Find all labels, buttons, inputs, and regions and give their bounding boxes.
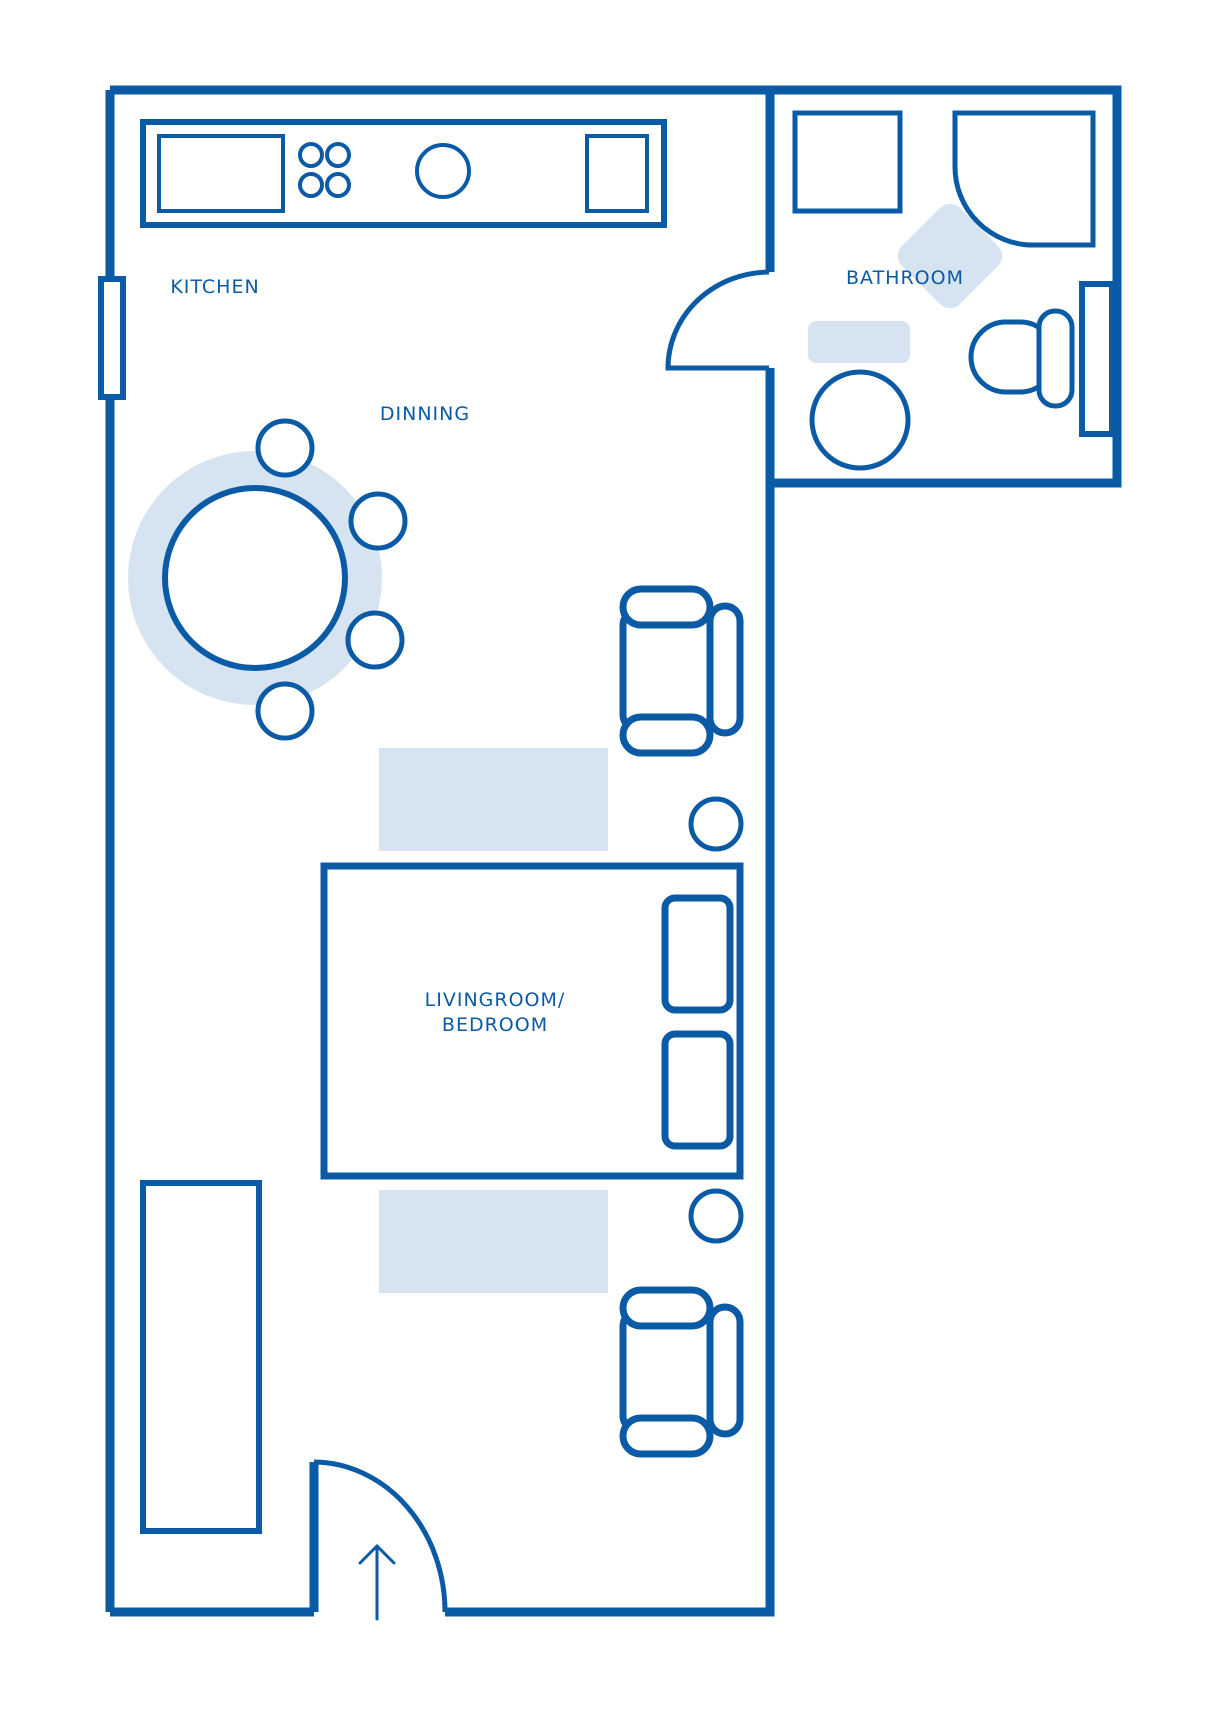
window-bathroom bbox=[1079, 281, 1115, 437]
room-label-dining: DINNING bbox=[379, 403, 471, 425]
rug-top bbox=[379, 748, 608, 851]
washing-machine bbox=[792, 110, 903, 214]
rug-bottom bbox=[379, 1190, 608, 1293]
dining-chairs bbox=[255, 418, 408, 741]
shower-mat bbox=[897, 203, 1003, 309]
bathroom-fixtures bbox=[792, 110, 1096, 471]
room-label-bathroom: BATHROOM bbox=[846, 267, 964, 289]
bath-mat bbox=[808, 321, 910, 363]
room-label-living-line1: LIVINGROOM/ bbox=[424, 989, 566, 1011]
bed bbox=[320, 862, 744, 1180]
wardrobe bbox=[140, 1180, 262, 1534]
sink bbox=[809, 369, 911, 471]
toilet-tank bbox=[1036, 308, 1075, 409]
outer-wall-bathroom bbox=[770, 85, 1122, 488]
up-arrow-icon bbox=[358, 1544, 396, 1621]
shower bbox=[952, 110, 1096, 248]
dining-table bbox=[128, 451, 382, 705]
room-label-kitchen: KITCHEN bbox=[170, 276, 260, 298]
window-kitchen bbox=[98, 276, 126, 400]
side-table-bottom bbox=[688, 1188, 744, 1244]
kitchen-counter bbox=[140, 119, 667, 228]
entrance-door bbox=[313, 1459, 448, 1613]
armchair-top bbox=[619, 585, 744, 757]
armchair-bottom bbox=[619, 1286, 744, 1458]
bathroom-door bbox=[665, 269, 770, 371]
room-label-living-line2: BEDROOM bbox=[441, 1014, 549, 1036]
side-table-top bbox=[688, 796, 744, 852]
